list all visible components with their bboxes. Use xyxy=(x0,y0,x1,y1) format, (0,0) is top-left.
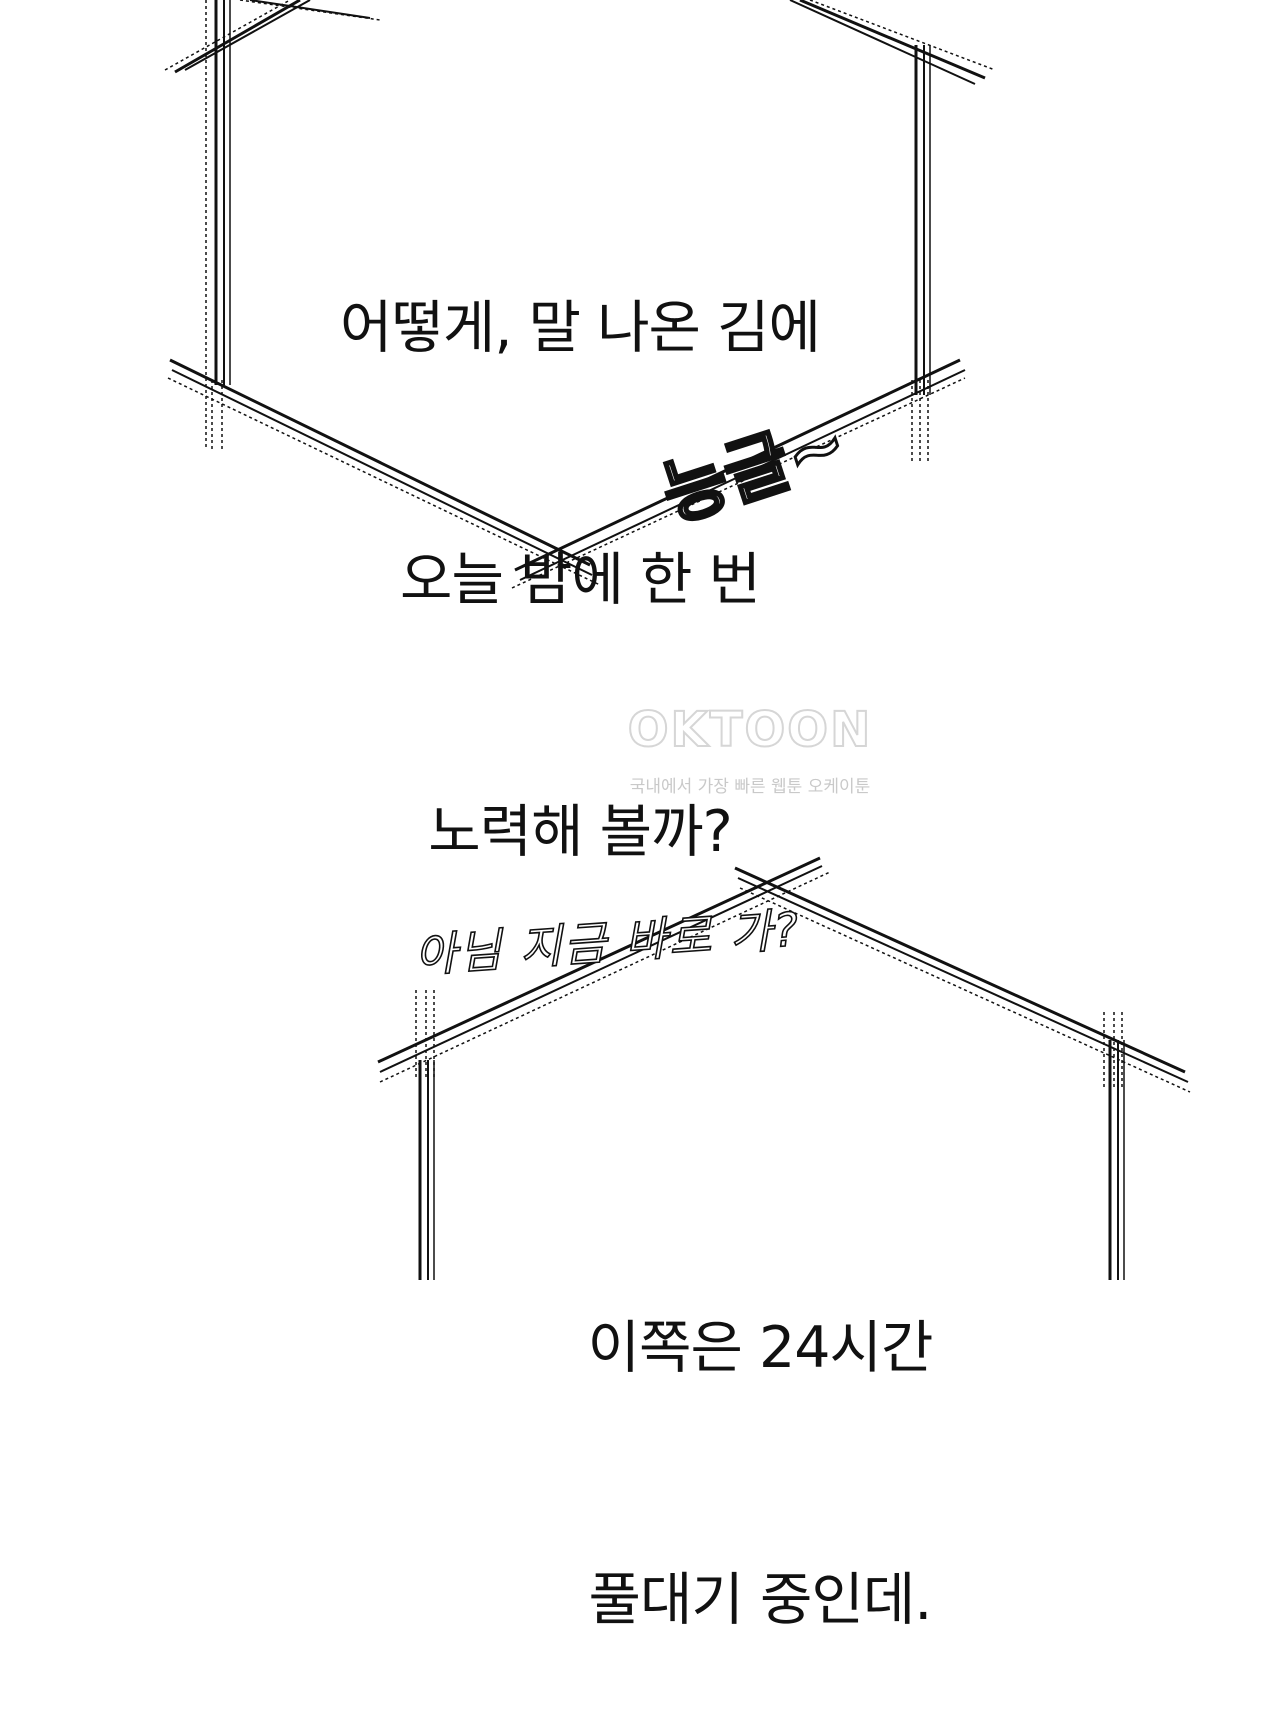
top-speech-line: 오늘 밤에 한 번 xyxy=(400,547,761,613)
top-speech-line: 어떻게, 말 나온 김에 xyxy=(340,295,821,361)
top-speech-text: 어떻게, 말 나온 김에 오늘 밤에 한 번 노력해 볼까? xyxy=(260,118,900,958)
speech-bubble-frames xyxy=(164,0,1191,1280)
top-speech-line: 노력해 볼까? xyxy=(428,799,733,865)
bottom-bubble-border xyxy=(377,856,1191,1280)
bottom-speech-line: 이쪽은 24시간 xyxy=(587,1315,934,1381)
watermark-logo: OKTOON xyxy=(627,701,873,759)
watermark-tagline: 국내에서 가장 빠른 웹툰 오케이툰 xyxy=(629,777,871,797)
bottom-speech-line: 풀대기 중인데. xyxy=(588,1567,933,1633)
watermark: OKTOON 국내에서 가장 빠른 웹툰 오케이툰 xyxy=(600,700,900,797)
top-bubble-border xyxy=(164,0,996,589)
bottom-speech-text: 이쪽은 24시간 풀대기 중인데. xyxy=(520,1138,1000,1726)
